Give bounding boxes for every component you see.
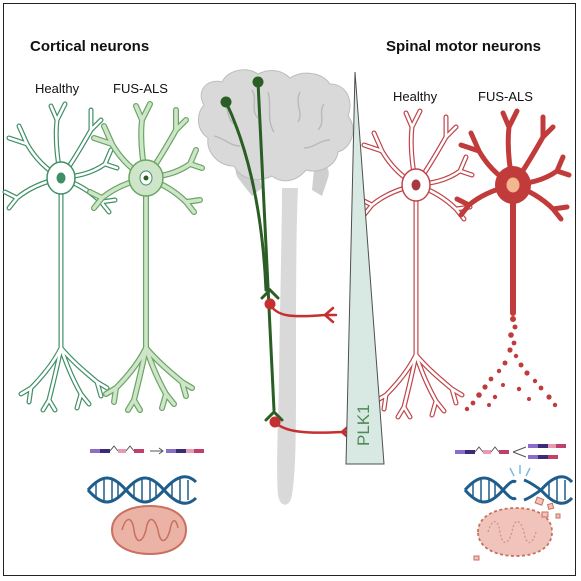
corticospinal-tract (224, 80, 284, 422)
mitochondrion-healthy-icon (110, 504, 188, 556)
cortical-fus-neuron (90, 104, 202, 410)
spinal-healthy-neuron (360, 111, 472, 417)
spinal-fus-neuron (454, 108, 572, 412)
brain-spinal-cord (198, 69, 354, 505)
spinal-healthy-label: Healthy (393, 89, 438, 104)
motor-soma-icon (269, 416, 281, 428)
cortical-soma-icon (252, 76, 264, 88)
figure-border (3, 3, 576, 576)
plk1-gradient-wedge (345, 71, 385, 465)
nucleus-icon (56, 172, 66, 184)
transcript-aberrant-icon (455, 444, 566, 459)
cortical-soma-icon (220, 96, 232, 108)
spinal-fus-label: FUS-ALS (478, 89, 533, 104)
cortical-healthy-neuron (5, 104, 117, 410)
dna-intact-icon (86, 475, 198, 505)
mitochondrion-damaged-icon (473, 496, 561, 561)
spinal-heading: Spinal motor neurons (386, 38, 542, 55)
motor-soma-icon (264, 298, 276, 310)
cortical-heading: Cortical neurons (30, 38, 150, 55)
nucleus-icon (411, 179, 421, 191)
dna-damaged-icon (463, 465, 574, 505)
axon-fragments (464, 316, 558, 412)
transcript-normal-icon (90, 445, 204, 455)
cortical-fus-label: FUS-ALS (113, 81, 168, 96)
cortical-healthy-label: Healthy (35, 81, 80, 96)
plk1-label: PLK1 (354, 404, 373, 446)
